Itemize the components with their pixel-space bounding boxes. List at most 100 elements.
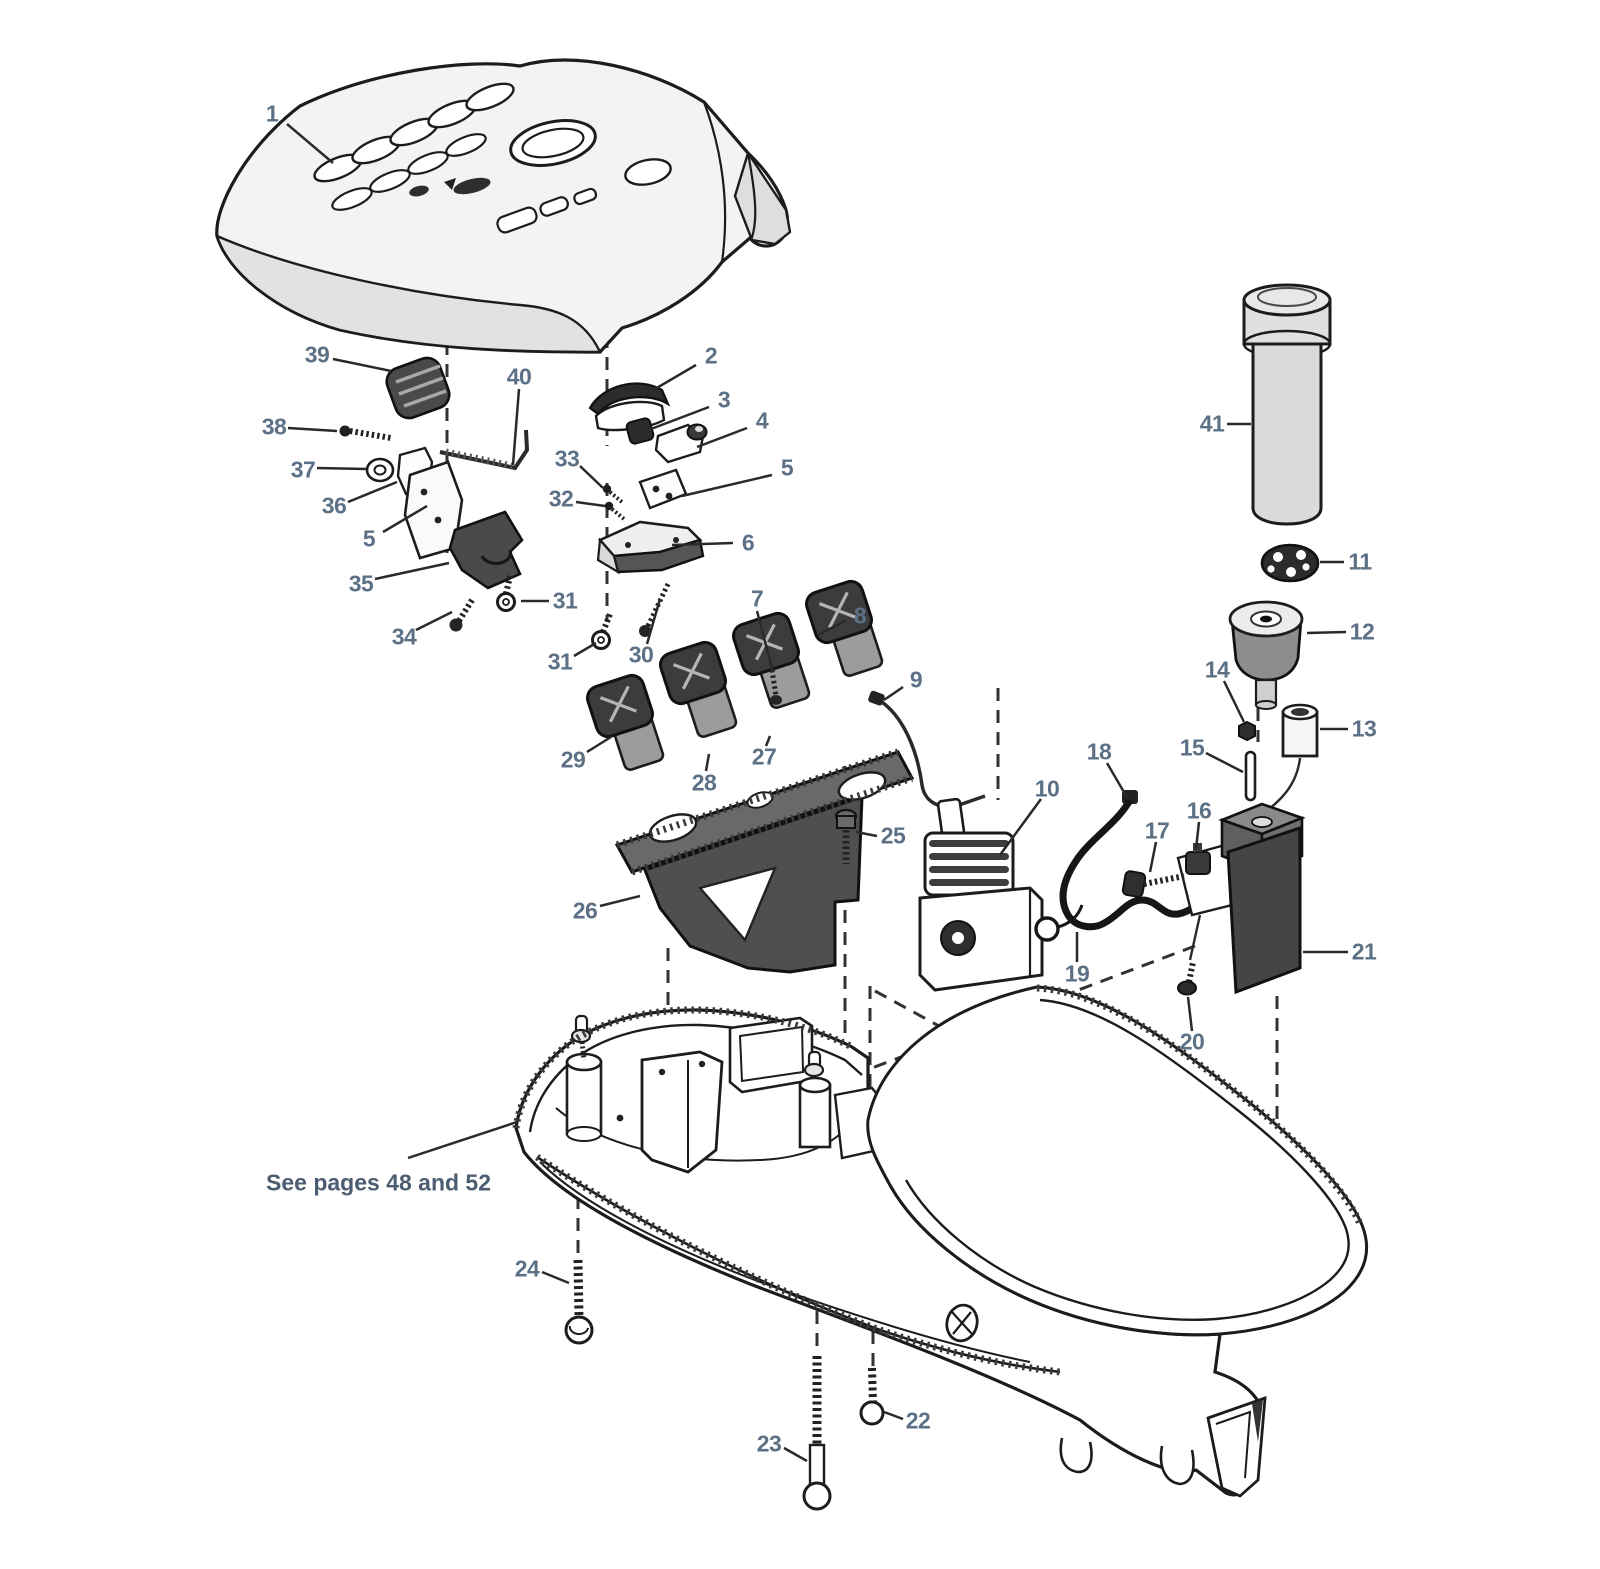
base-housing: [512, 984, 1369, 1498]
middle-parts-cluster: [588, 382, 708, 650]
callout-leader-lines: [286, 123, 1348, 1463]
callout-33: 33: [554, 445, 580, 472]
cover-side-tab: [733, 150, 792, 246]
part-35-clamp: [448, 510, 524, 590]
part-31-screw-mid: [591, 612, 613, 650]
cover-vent-slots: [496, 187, 598, 234]
callout-10: 10: [1034, 775, 1060, 802]
callout-3: 3: [717, 386, 731, 413]
callout-19: 19: [1064, 960, 1090, 987]
base-screw-hole-cross: [951, 1311, 973, 1335]
callout-6: 6: [741, 529, 755, 556]
callout-26: 26: [572, 897, 598, 924]
callout-24: 24: [514, 1255, 540, 1282]
part-3-block: [625, 417, 655, 445]
base-frame-upright: [728, 1016, 814, 1094]
callout-27: 27: [751, 743, 777, 770]
callout-5-right: 5: [780, 454, 794, 481]
part-15-pin: [1244, 750, 1257, 802]
part-23-screw: [802, 1356, 832, 1511]
callout-5-left: 5: [362, 525, 376, 552]
cover-dial-hole-inner: [521, 127, 585, 159]
cover-arrow-mark: [444, 178, 456, 190]
part-21-block: [1218, 802, 1306, 995]
base-post-left: [565, 1014, 603, 1142]
part-12-knob: [1228, 600, 1304, 710]
callout-1: 1: [265, 100, 279, 127]
page-reference-note: See pages 48 and 52: [266, 1169, 492, 1196]
callout-41: 41: [1199, 410, 1225, 437]
callout-9: 9: [909, 666, 923, 693]
callout-12: 12: [1349, 618, 1375, 645]
callout-23: 23: [756, 1430, 782, 1457]
knurled-edges: [512, 984, 1364, 1376]
callout-11: 11: [1348, 548, 1372, 575]
callout-29: 29: [560, 746, 586, 773]
callout-14: 14: [1204, 656, 1230, 683]
button-switches-row: [586, 579, 884, 771]
part-13-bushing: [1257, 703, 1319, 819]
part-34-screw: [449, 598, 475, 632]
callout-17: 17: [1144, 817, 1170, 844]
part-4-switch: [654, 423, 708, 464]
callout-25: 25: [880, 822, 906, 849]
button-8: [805, 579, 884, 677]
part-26-mount-bracket: [614, 748, 915, 974]
part-25-screw: [834, 808, 858, 864]
part-31-screw-left: [496, 575, 516, 612]
callout-2: 2: [704, 342, 718, 369]
cover-slot-row-1: [313, 82, 515, 183]
cover-oval-hole-2: [624, 158, 672, 186]
part-10-motor: [918, 797, 1044, 992]
callout-13: 13: [1351, 715, 1377, 742]
part-11-disc: [1260, 543, 1320, 583]
base-floor-dot: [616, 1114, 624, 1122]
part-5-plate-mid: [638, 468, 688, 510]
part-22-screw: [859, 1367, 885, 1426]
part-1-top-cover: [215, 58, 792, 354]
part-6-bracket: [596, 520, 705, 575]
part-33-screw: [602, 484, 624, 504]
callout-16: 16: [1186, 797, 1212, 824]
callout-34: 34: [391, 623, 417, 650]
callout-31-lower: 31: [547, 648, 573, 675]
callout-7: 7: [750, 585, 764, 612]
base-skeg: [1206, 1395, 1267, 1498]
base-lower-band: [539, 1161, 1031, 1363]
part-7-screw: [769, 669, 782, 705]
base-foot-1: [1059, 1437, 1093, 1474]
cover-dial-hole-outer: [509, 119, 597, 167]
part-16-17-bracket: [1176, 843, 1240, 917]
part-37-washer: [365, 457, 395, 483]
callout-18: 18: [1086, 738, 1112, 765]
callout-35: 35: [348, 570, 374, 597]
callout-30: 30: [628, 641, 654, 668]
part-16-nut: [1185, 851, 1211, 875]
cover-slot-row-2: [331, 133, 487, 211]
part-32-screw: [604, 501, 626, 521]
callout-39: 39: [304, 341, 330, 368]
base-post-center: [640, 1050, 724, 1174]
callout-32: 32: [548, 485, 574, 512]
callout-28: 28: [691, 769, 717, 796]
callout-4: 4: [755, 407, 769, 434]
button-27: [732, 611, 811, 709]
cover-front-face: [215, 233, 602, 354]
button-28: [659, 640, 738, 738]
part-17-screw: [1121, 870, 1185, 898]
part-24-screw: [564, 1259, 594, 1345]
callout-38: 38: [261, 413, 287, 440]
part-20-screw: [1177, 961, 1197, 996]
callout-20: 20: [1179, 1028, 1205, 1055]
callout-15: 15: [1179, 734, 1205, 761]
left-parts-cluster: [339, 356, 530, 632]
cover-inner-edges: [702, 101, 757, 263]
callout-21: 21: [1351, 938, 1377, 965]
callout-8: 8: [853, 602, 867, 629]
callout-31-upper: 31: [552, 587, 578, 614]
callout-22: 22: [905, 1407, 931, 1434]
cover-small-slot: [453, 177, 491, 195]
part-14-nut: [1238, 720, 1256, 742]
part-39-knob: [385, 356, 451, 420]
